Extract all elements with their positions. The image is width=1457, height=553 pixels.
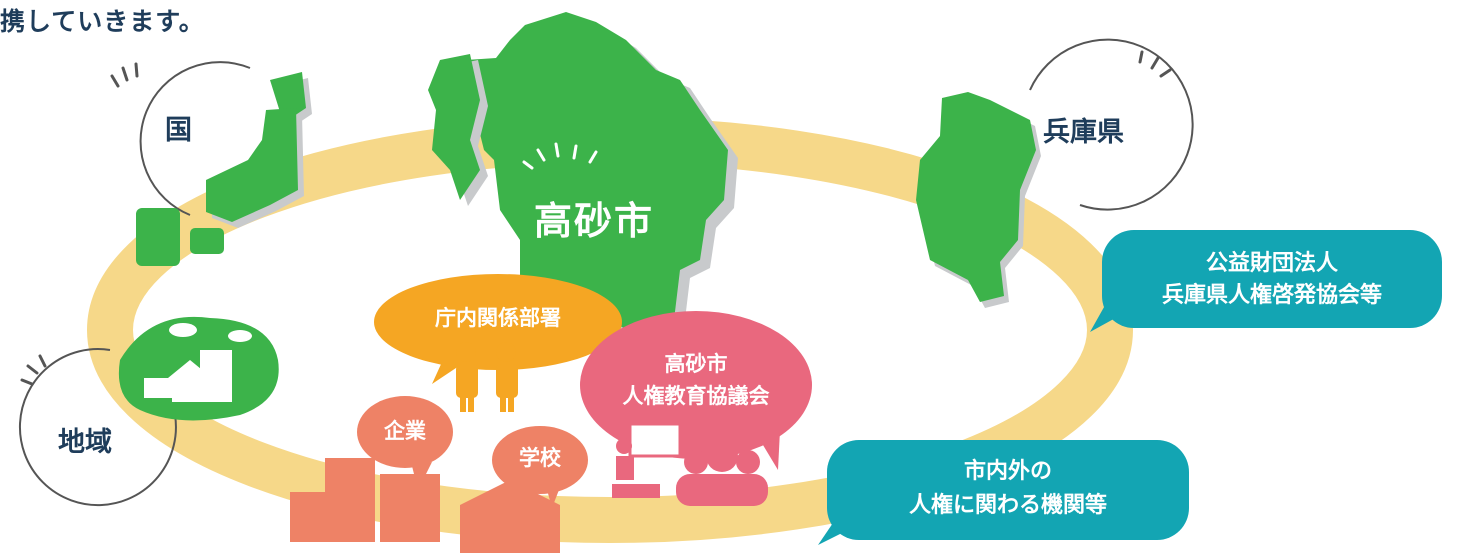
intro-text-fragment: 携していきます。	[0, 7, 205, 36]
council-bubble-line2: 人権教育協議会	[622, 384, 770, 408]
sparkle-icon	[110, 62, 139, 88]
department-bubble	[374, 274, 622, 384]
hyogo-circle-outline	[1029, 38, 1194, 211]
hyogo-prefecture-map-icon	[916, 92, 1041, 308]
foundation-callout-line1: 公益財団法人	[1205, 251, 1338, 276]
school-bubble	[492, 426, 588, 508]
takasago-city-map	[428, 12, 738, 348]
school-building-icon	[460, 480, 560, 553]
takasago-city-label: 高砂市	[534, 199, 655, 243]
town-icon	[118, 316, 279, 421]
staff-pair-icon	[456, 342, 518, 412]
council-bubble	[580, 311, 812, 470]
sparkle-icon	[20, 354, 47, 386]
factory-building-icon	[290, 458, 440, 542]
foundation-callout-line2: 兵庫県人権啓発協会等	[1161, 283, 1382, 308]
region-label: 地域	[58, 427, 112, 458]
council-bubble-line1: 高砂市	[664, 352, 728, 376]
sparkle-icon	[1138, 50, 1172, 78]
foundation-callout	[1090, 230, 1442, 332]
school-bubble-label: 学校	[519, 446, 561, 470]
japan-map-icon	[136, 72, 312, 266]
company-bubble-label: 企業	[384, 419, 426, 443]
hyogo-prefecture-label: 兵庫県	[1043, 117, 1124, 148]
external-orgs-callout-line1: 市内外の	[963, 459, 1052, 484]
external-orgs-callout	[818, 440, 1189, 545]
classroom-icon	[612, 422, 768, 506]
department-bubble-label: 庁内関係部署	[435, 306, 561, 330]
national-label: 国	[165, 115, 192, 146]
external-orgs-callout-line2: 人権に関わる機関等	[908, 493, 1107, 518]
national-circle-outline	[139, 61, 251, 216]
region-circle-outline	[19, 348, 177, 506]
sparkle-icon	[522, 142, 598, 170]
